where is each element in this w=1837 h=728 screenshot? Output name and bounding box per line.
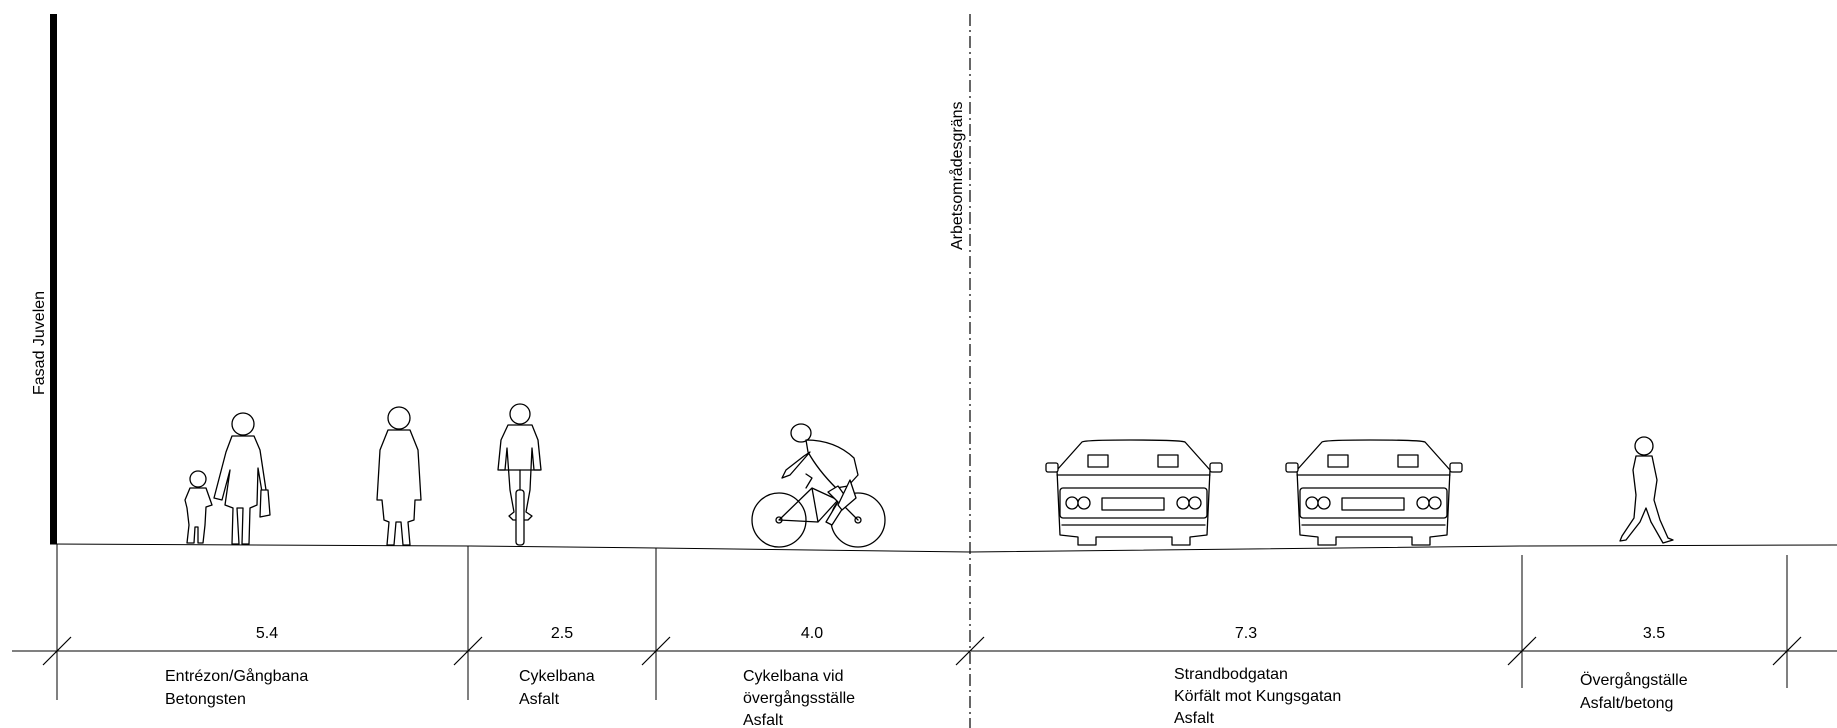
boundary-label: Arbetsområdesgräns	[948, 101, 966, 250]
facade-label: Fasad Juvelen	[31, 291, 48, 395]
dimension-ticks	[42, 636, 1802, 666]
facade-wall	[50, 14, 57, 544]
section-label: Betongsten	[165, 691, 246, 708]
section-label: Asfalt	[743, 712, 784, 728]
adult-with-child-figure	[184, 412, 271, 545]
section-width: 2.5	[551, 625, 573, 642]
section-label: Övergångställe	[1580, 671, 1688, 689]
pedestrian-figure	[376, 406, 422, 546]
walking-person-figure	[1619, 436, 1674, 544]
section-label: Cykelbana	[519, 668, 595, 685]
section-label: Asfalt	[519, 691, 560, 708]
section-label: Asfalt/betong	[1580, 695, 1673, 712]
section-label: Strandbodgatan	[1174, 666, 1288, 683]
section-width: 4.0	[801, 625, 823, 642]
section-width: 7.3	[1235, 625, 1257, 642]
section-label: Asfalt	[1174, 710, 1215, 727]
racing-cyclist-figure	[751, 423, 886, 548]
section-label: övergångsställe	[743, 689, 855, 707]
section-width: 5.4	[256, 625, 278, 642]
section-width: 3.5	[1643, 625, 1665, 642]
cyclist-front-figure	[497, 403, 542, 546]
section-label: Entrézon/Gångbana	[165, 667, 308, 685]
section-label: Körfält mot Kungsgatan	[1174, 688, 1341, 705]
ground-line	[49, 543, 1837, 553]
section-label: Cykelbana vid	[743, 668, 844, 685]
car-figure	[1045, 439, 1223, 546]
car-figure	[1285, 439, 1463, 546]
